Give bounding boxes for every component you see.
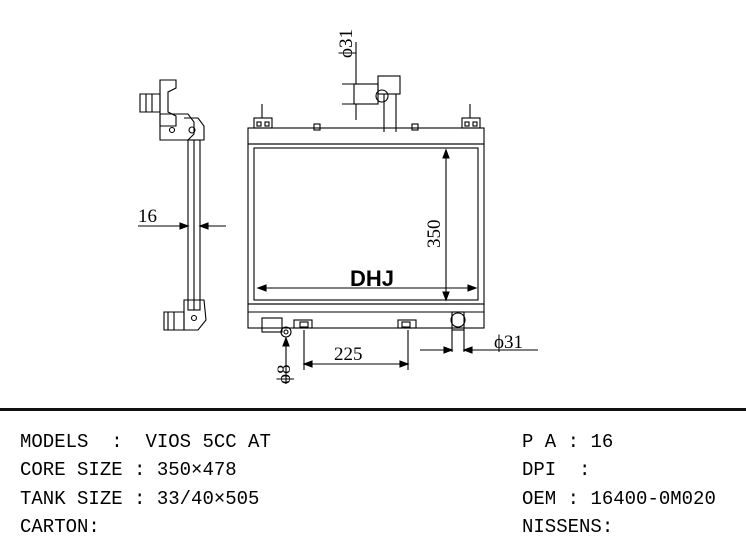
spec-core-size-label: CORE SIZE: [20, 459, 123, 481]
spec-pa: P A : 16: [522, 431, 614, 453]
spec-carton: CARTON:: [20, 516, 100, 538]
dim-core-height: 350: [424, 220, 445, 249]
side-view: [138, 79, 226, 331]
dim-outlet-top: ϕ31: [336, 29, 357, 58]
radiator-drawing: ϕ31 350 16 225 ϕ8 ϕ31 DHJ: [138, 29, 538, 384]
spec-panel: MODELS : VIOS 5CC AT CORE SIZE : 350×478…: [0, 411, 746, 557]
dim-outlet-bottom: ϕ31: [494, 332, 523, 353]
front-view: [247, 42, 538, 384]
spec-pa-label: P A: [522, 431, 557, 453]
spec-models-label: MODELS: [20, 431, 89, 453]
spec-tank-size: TANK SIZE : 33/40×505: [20, 488, 260, 510]
spec-core-size: CORE SIZE : 350×478: [20, 459, 237, 481]
spec-tank-size-value: 33/40×505: [156, 488, 260, 510]
spec-dpi-label: DPI: [522, 459, 557, 481]
dim-side-width: 16: [138, 206, 157, 227]
spec-tank-size-label: TANK SIZE: [20, 488, 123, 510]
radiator-drawing-svg: ϕ31 350 16 225 ϕ8 ϕ31 DHJ: [138, 29, 538, 384]
spec-models: MODELS : VIOS 5CC AT: [20, 431, 271, 453]
spec-oem-label: OEM: [522, 488, 557, 510]
spec-models-value: VIOS 5CC AT: [145, 431, 271, 453]
dim-drain-diameter: ϕ8: [274, 364, 295, 384]
spec-oem-value: 16400-0M020: [590, 488, 716, 510]
dim-inlet-spacing: 225: [334, 344, 363, 365]
spec-pa-value: 16: [590, 431, 614, 453]
spec-core-size-value: 350×478: [156, 459, 237, 481]
spec-dpi: DPI :: [522, 459, 602, 481]
spec-nissens-label: NISSENS: [522, 516, 602, 538]
spec-oem: OEM : 16400-0M020: [522, 488, 716, 510]
section-divider: [0, 408, 746, 411]
brand-mark: DHJ: [350, 266, 394, 291]
spec-nissens: NISSENS:: [522, 516, 614, 538]
spec-carton-label: CARTON: [20, 516, 89, 538]
